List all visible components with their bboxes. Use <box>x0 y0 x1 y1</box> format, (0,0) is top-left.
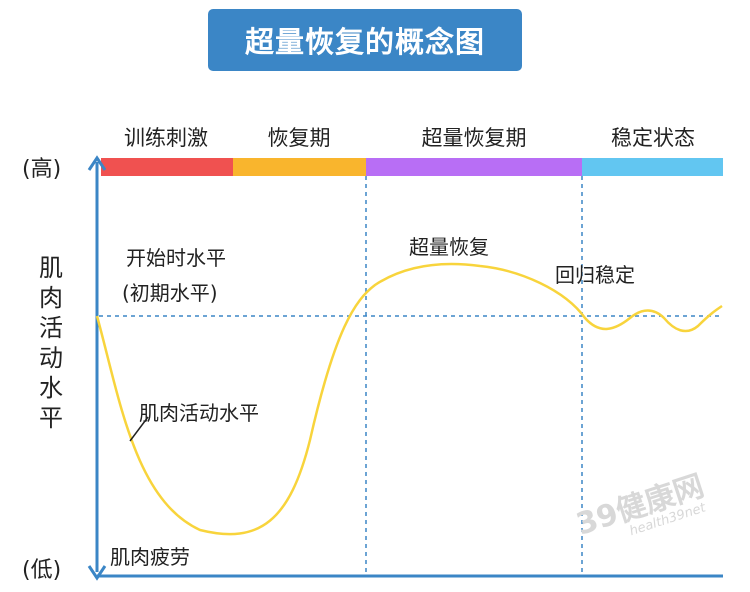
initial-level-sublabel: (初期水平) <box>122 281 218 305</box>
initial-level-label: 开始时水平 <box>126 246 226 270</box>
phase-label-supercompensation: 超量恢复期 <box>421 126 527 150</box>
supercompensation-label: 超量恢复 <box>409 235 489 259</box>
phase-bar-stable <box>582 158 723 176</box>
diagram-title: 超量恢复的概念图 <box>208 9 522 71</box>
y-axis-arrow-up <box>87 155 107 171</box>
y-axis-arrow-down <box>87 565 107 581</box>
curve-label: 肌肉活动水平 <box>139 401 259 425</box>
phase-label-recovery: 恢复期 <box>267 126 331 150</box>
axis-high-label: (高) <box>22 157 62 182</box>
phase-label-training: 训练刺激 <box>124 126 208 150</box>
curve-label-leader <box>129 416 149 442</box>
fatigue-label: 肌肉疲劳 <box>110 545 190 569</box>
phase-bar-recovery <box>233 158 366 176</box>
muscle-activity-curve <box>95 262 723 536</box>
phase-bar-supercompensation <box>366 158 582 176</box>
phase-label-stable: 稳定状态 <box>611 126 695 150</box>
y-axis-title: 肌肉活动水平 <box>39 254 63 432</box>
axis-low-label: (低) <box>22 558 62 583</box>
phase-bar-training <box>101 158 233 176</box>
return-stable-label: 回归稳定 <box>555 263 635 287</box>
